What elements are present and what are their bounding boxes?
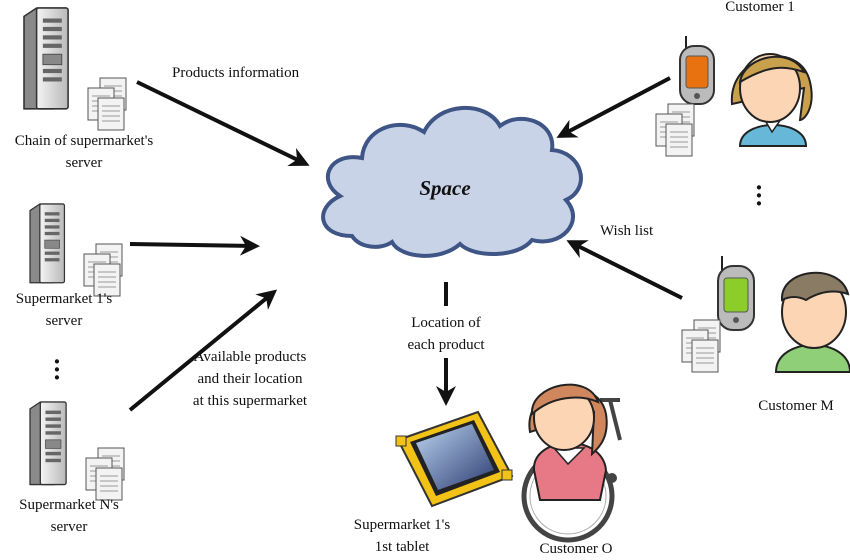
arrow-customer-1 — [556, 76, 671, 138]
supermarket-1-server-label-line1: Supermarket 1's — [15, 291, 113, 307]
supermarket-n-server-label: Supermarket N's server — [4, 494, 134, 538]
arrow-available-products — [128, 289, 278, 412]
arrow-products-information — [136, 80, 310, 167]
tablet-label-line1: Supermarket 1's — [353, 517, 451, 533]
available-products-line2: and their location — [197, 371, 303, 387]
chain-server-label-line2: server — [65, 155, 103, 171]
location-label: Location of each product — [386, 312, 506, 356]
supermarket-1-server-label-line2: server — [45, 313, 83, 329]
location-label-line1: Location of — [411, 315, 481, 331]
tablet-label: Supermarket 1's 1st tablet — [340, 514, 464, 558]
products-information-label: Products information — [172, 65, 300, 81]
arrow-supermarket-1 — [129, 235, 260, 256]
supermarket-n-server-icon — [29, 401, 125, 501]
customer-m-avatar-icon — [774, 271, 850, 373]
customer-o-avatar-icon — [521, 383, 622, 543]
customer-1-label: Customer 1 — [725, 0, 795, 15]
space-cloud — [321, 105, 583, 258]
tablet-label-line2: 1st tablet — [374, 539, 430, 555]
supermarket-1-server-label: Supermarket 1's server — [2, 288, 126, 332]
chain-server-icon — [23, 7, 127, 131]
supermarket-n-server-label-line1: Supermarket N's — [19, 497, 119, 513]
servers-ellipsis: ··· — [52, 347, 62, 392]
customer-o-label: Customer O — [539, 541, 613, 557]
customer-m-label: Customer M — [758, 398, 834, 414]
space-label: Space — [419, 176, 471, 200]
available-products-line1: Available products — [193, 349, 307, 365]
customer-1-phone-icon — [679, 36, 715, 105]
supermarket-1-server-icon — [29, 203, 123, 297]
supermarket-n-server-label-line2: server — [50, 519, 88, 535]
customers-ellipsis: ··· — [754, 173, 764, 218]
customer-1-docs-icon — [655, 103, 695, 157]
chain-server-label-line1: Chain of supermarket's — [14, 133, 154, 149]
customer-m-phone-icon — [717, 256, 755, 331]
chain-server-label: Chain of supermarket's server — [0, 130, 168, 174]
arrow-wish-list — [566, 240, 683, 300]
available-products-line3: at this supermarket — [192, 393, 308, 409]
location-label-line2: each product — [407, 337, 485, 353]
customer-1-avatar-icon — [730, 53, 813, 147]
customer-m-docs-icon — [681, 319, 721, 373]
wish-list-label: Wish list — [600, 223, 654, 239]
supermarket-1-tablet-icon — [395, 410, 514, 508]
available-products-label: Available products and their location at… — [160, 346, 340, 412]
